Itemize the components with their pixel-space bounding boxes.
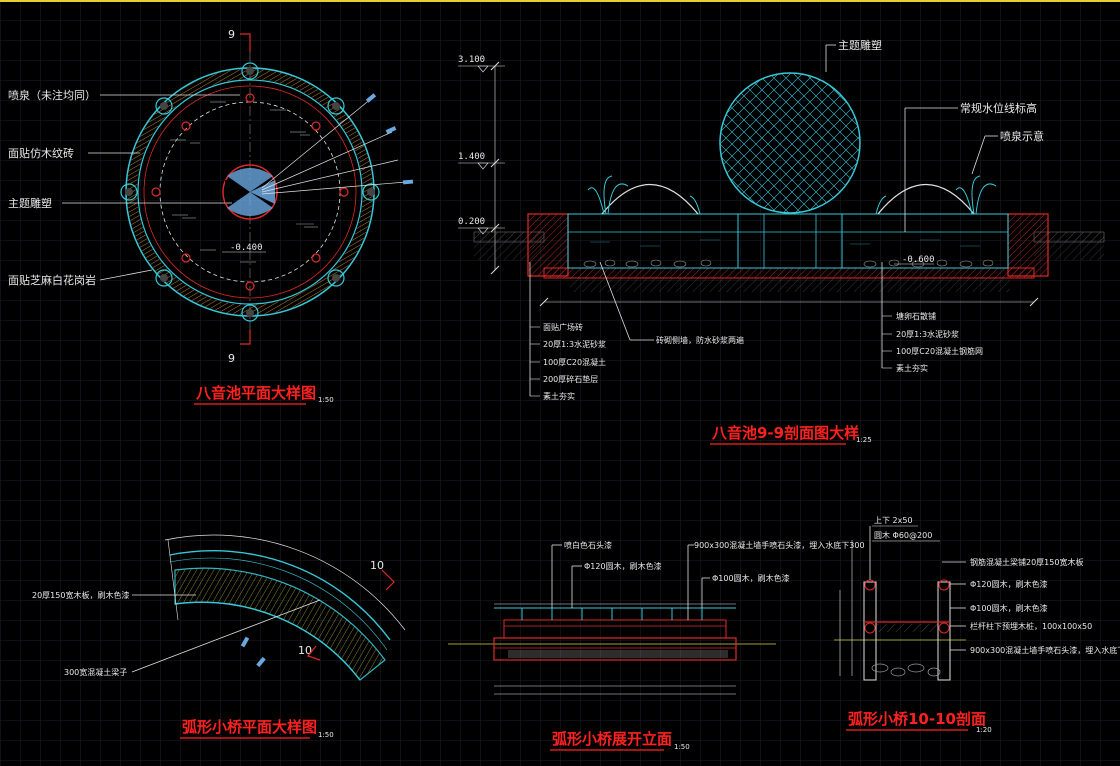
plan-scale: 1:50 — [318, 396, 334, 404]
bridge-elev-label-wood100: Φ100圆木，刷木色漆 — [712, 573, 790, 583]
plan-title: 八音池平面大样图 — [195, 384, 316, 402]
bridge-plan-scale: 1:50 — [318, 731, 334, 739]
bridge-section-drawing: 上下 2x50 圆木 Φ60@200 钢筋混凝土梁铺20厚150宽木板 Φ120… — [834, 516, 1120, 734]
bridge-plan-label-board: 20厚150宽木板，刷木色漆 — [32, 590, 129, 600]
bridge-elev-label-paint: 喷白色石头漆 — [564, 540, 612, 550]
section-title: 八音池9-9剖面图大样 — [711, 424, 859, 442]
section-lb-2: 100厚C20混凝土 — [543, 357, 606, 367]
plan-label-fountain: 喷泉（未注均同） — [8, 88, 96, 102]
section-lb-0: 面贴广场砖 — [543, 322, 583, 332]
bridge-sec-scale: 1:20 — [976, 726, 992, 734]
section-mid-label: 砖砌侧墙，防水砂浆两遍 — [656, 335, 744, 345]
bridge-plan-drawing: 10 10 20厚150宽木板，刷木色漆 300宽混凝土梁子 弧形小桥平面大样图… — [32, 534, 406, 739]
bridge-elevation-drawing: 喷白色石头漆 Φ120圆木，刷木色漆 900x300混凝土墙手喷石头漆，埋入水底… — [448, 540, 865, 751]
bridge-elev-label-wall: 900x300混凝土墙手喷石头漆，埋入水底下300 — [694, 540, 865, 550]
outer-ring-nodes — [120, 62, 380, 322]
section-water-elevation: -0.600 — [902, 255, 935, 265]
plan-section-mark-top: 9 — [228, 28, 235, 41]
section-scale: 1:25 — [856, 436, 872, 444]
section-lb-3: 200厚碎石垫层 — [543, 374, 598, 384]
plan-label-granite: 面贴芝麻白花岗岩 — [8, 273, 96, 287]
bridge-sec-label-3: 栏杆柱下预埋木桩，100x100x50 — [970, 621, 1092, 631]
section-rb-1: 20厚1:3水泥砂浆 — [896, 329, 959, 339]
bridge-sec-label-1: Φ120圆木，刷木色漆 — [970, 579, 1048, 589]
section-left-wall — [527, 213, 569, 277]
plan-section-mark-bottom: 9 — [228, 352, 235, 365]
section-elev-mid: 1.400 — [458, 152, 485, 162]
bridge-elev-title: 弧形小桥展开立面 — [552, 730, 672, 748]
bridge-plan-mark-top: 10 — [370, 559, 384, 572]
bridge-plan-label-beam: 300宽混凝土梁子 — [64, 667, 127, 677]
bridge-sec-label-0: 钢筋混凝土梁铺20厚150宽木板 — [970, 557, 1083, 567]
plan-label-sculpture: 主题雕塑 — [8, 196, 52, 210]
bridge-deck-outer — [169, 550, 391, 641]
fountain-nozzles — [151, 93, 349, 291]
section-elev-top: 3.100 — [458, 55, 485, 65]
bridge-sec-label-4: 900x300混凝土墙手喷石头漆，埋入水底下300 — [970, 645, 1120, 655]
section-sphere-sculpture — [719, 72, 861, 214]
plan-drawing: 9 9 — [8, 28, 414, 405]
plan-label-wood-tile: 面贴仿木纹砖 — [8, 146, 74, 160]
section-rb-3: 素土夯实 — [896, 363, 928, 373]
section-label-sculpture: 主题雕塑 — [838, 38, 882, 52]
section-elev-base: 0.200 — [458, 217, 485, 227]
section-drawing: 3.100 1.400 0.200 — [458, 38, 1105, 445]
bridge-plan-mark-bottom: 10 — [298, 644, 312, 657]
bridge-sec-top-0: 上下 2x50 — [874, 516, 913, 525]
section-rb-2: 100厚C20混凝土钢筋网 — [896, 346, 983, 356]
central-sculpture — [222, 164, 278, 220]
section-label-fountain: 喷泉示意 — [1000, 129, 1044, 143]
bridge-elev-label-wood120: Φ120圆木，刷木色漆 — [584, 561, 662, 571]
section-lb-4: 素土夯实 — [543, 391, 575, 401]
bridge-elev-scale: 1:50 — [674, 743, 690, 751]
bridge-sec-title: 弧形小桥10-10剖面 — [848, 710, 986, 728]
section-lb-1: 20厚1:3水泥砂浆 — [543, 339, 606, 349]
bridge-sec-top-1: 圆木 Φ60@200 — [874, 530, 932, 540]
bridge-sec-label-2: Φ100圆木，刷木色漆 — [970, 603, 1048, 613]
bridge-plan-title: 弧形小桥平面大样图 — [182, 718, 317, 736]
section-right-wall — [1007, 213, 1049, 277]
section-rb-0: 塘卵石散铺 — [896, 311, 936, 321]
section-label-water-level: 常规水位线标高 — [960, 101, 1037, 115]
plan-elevation: -0.400 — [230, 243, 263, 253]
section-pool-floor — [543, 267, 1035, 279]
